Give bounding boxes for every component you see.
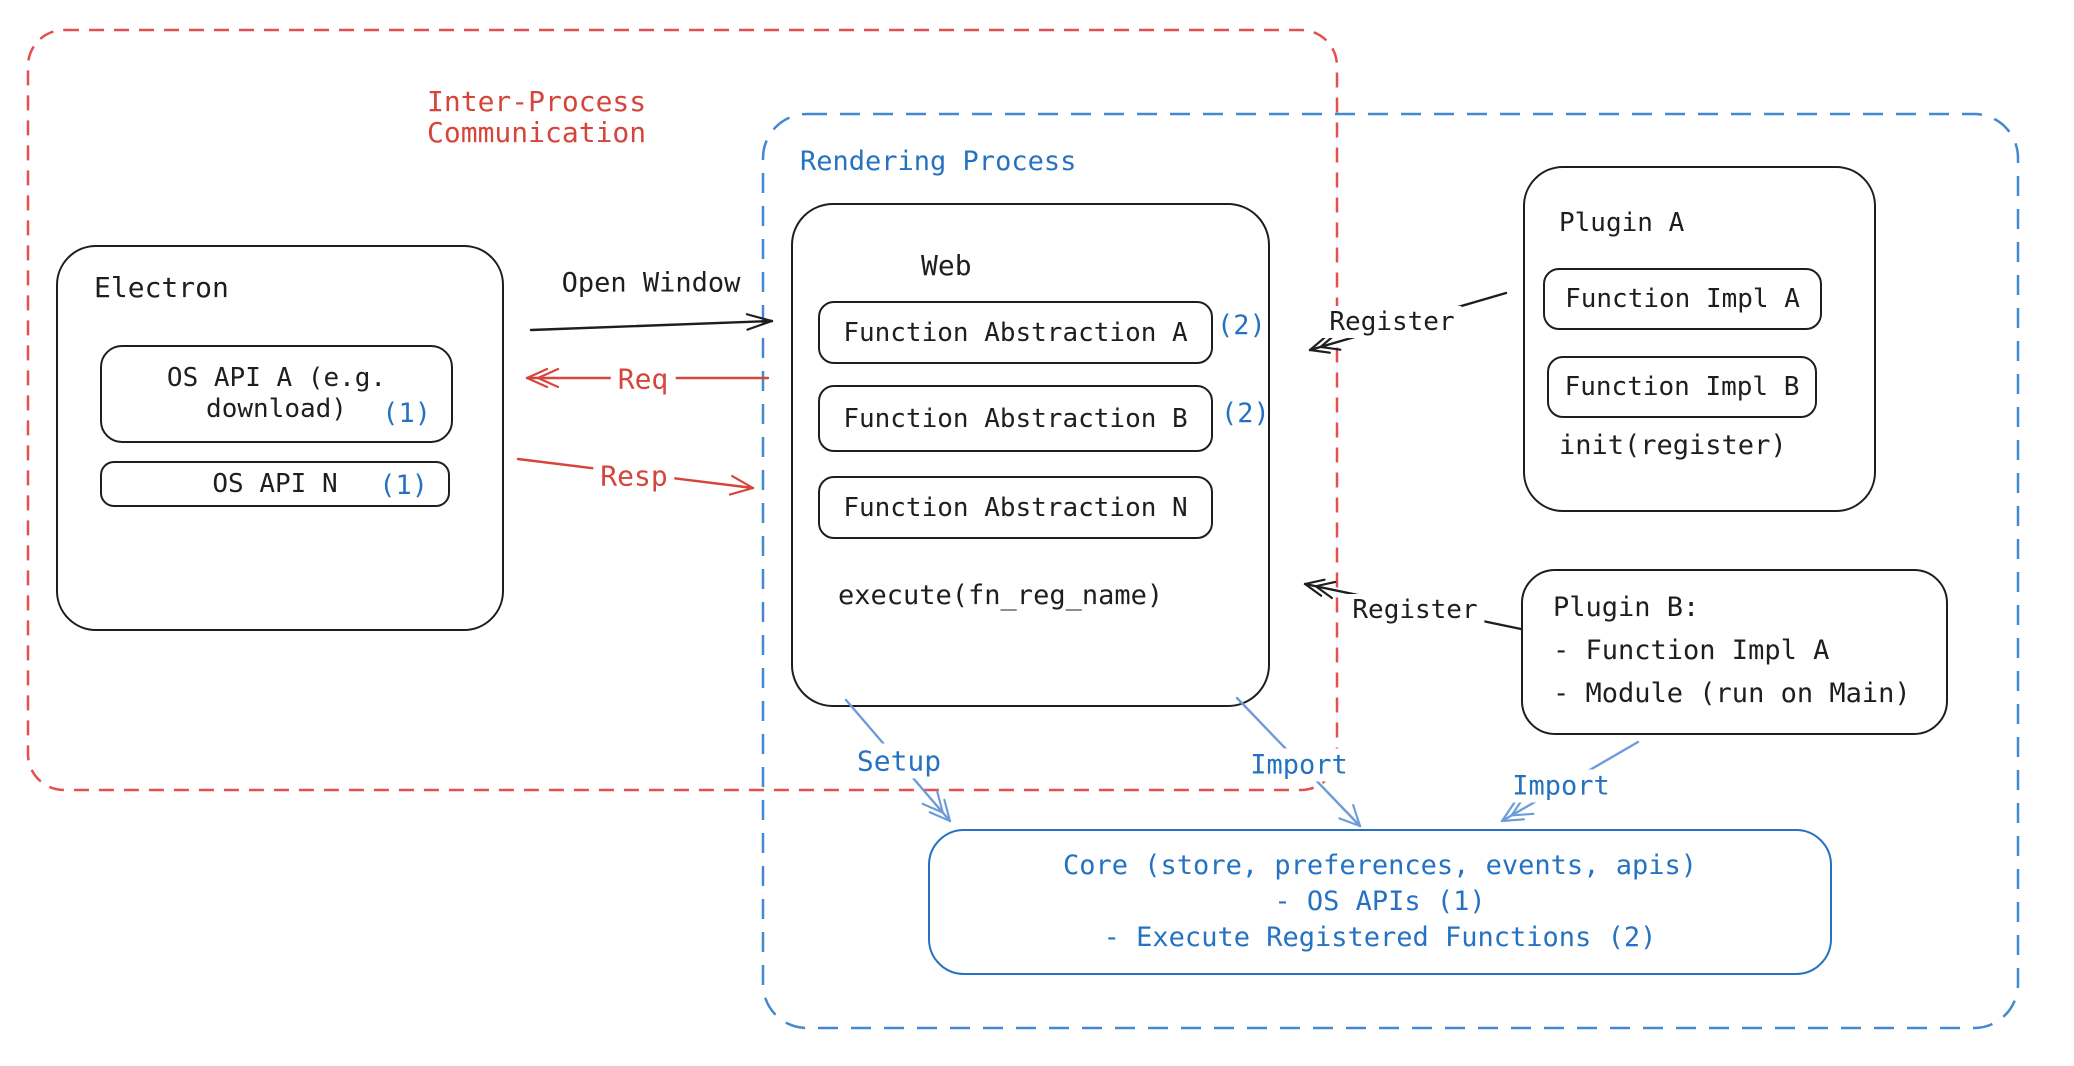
os-api-n-label: OS API N: [212, 469, 338, 499]
os-api-a-badge: (1): [382, 398, 431, 429]
plugin-b-title: Plugin B:: [1553, 592, 1700, 623]
web-title: Web: [921, 249, 972, 282]
plugin-a-title: Plugin A: [1559, 208, 1685, 238]
core-line-2: - OS APIs (1): [1274, 886, 1486, 917]
import-plugin-label: Import: [1505, 769, 1617, 803]
register-a-label: Register: [1322, 306, 1462, 338]
resp-label: Resp: [593, 458, 675, 494]
electron-box: Electron OS API A (e.g. download) (1) OS…: [56, 245, 504, 631]
os-api-a-line2: download): [206, 394, 347, 424]
function-impl-a-box: Function Impl A: [1543, 268, 1822, 330]
register-b-label: Register: [1345, 594, 1485, 626]
execute-label: execute(fn_reg_name): [838, 580, 1164, 611]
setup-label: Setup: [849, 743, 949, 779]
core-line-3: - Execute Registered Functions (2): [1103, 922, 1657, 953]
electron-title: Electron: [94, 271, 229, 304]
plugin-b-box: Plugin B: - Function Impl A - Module (ru…: [1521, 569, 1948, 735]
core-line-1: Core (store, preferences, events, apis): [1063, 850, 1697, 881]
function-abstraction-n-box: Function Abstraction N: [818, 476, 1213, 539]
plugin-b-item-1: - Function Impl A: [1553, 635, 1830, 666]
web-box: Web Function Abstraction A Function Abst…: [791, 203, 1270, 707]
fa-a-badge: (2): [1217, 310, 1266, 341]
core-box: Core (store, preferences, events, apis) …: [928, 829, 1832, 975]
os-api-n-box: OS API N (1): [100, 461, 450, 507]
function-impl-b-box: Function Impl B: [1547, 356, 1817, 418]
os-api-n-badge: (1): [379, 470, 428, 501]
function-abstraction-a-box: Function Abstraction A: [818, 301, 1213, 364]
plugin-b-text: Plugin B: - Function Impl A - Module (ru…: [1553, 593, 1911, 709]
os-api-a-box: OS API A (e.g. download) (1): [100, 345, 453, 443]
fa-b-badge: (2): [1221, 398, 1270, 429]
req-label: Req: [610, 361, 676, 397]
function-abstraction-b-box: Function Abstraction B: [818, 385, 1213, 452]
import-web-label: Import: [1243, 748, 1355, 782]
open-window-label: Open Window: [561, 267, 741, 299]
os-api-a-line1: OS API A (e.g.: [166, 363, 387, 393]
init-register-label: init(register): [1559, 430, 1787, 461]
plugin-b-item-2: - Module (run on Main): [1553, 678, 1911, 709]
plugin-a-box: Plugin A Function Impl A Function Impl B…: [1523, 166, 1876, 512]
